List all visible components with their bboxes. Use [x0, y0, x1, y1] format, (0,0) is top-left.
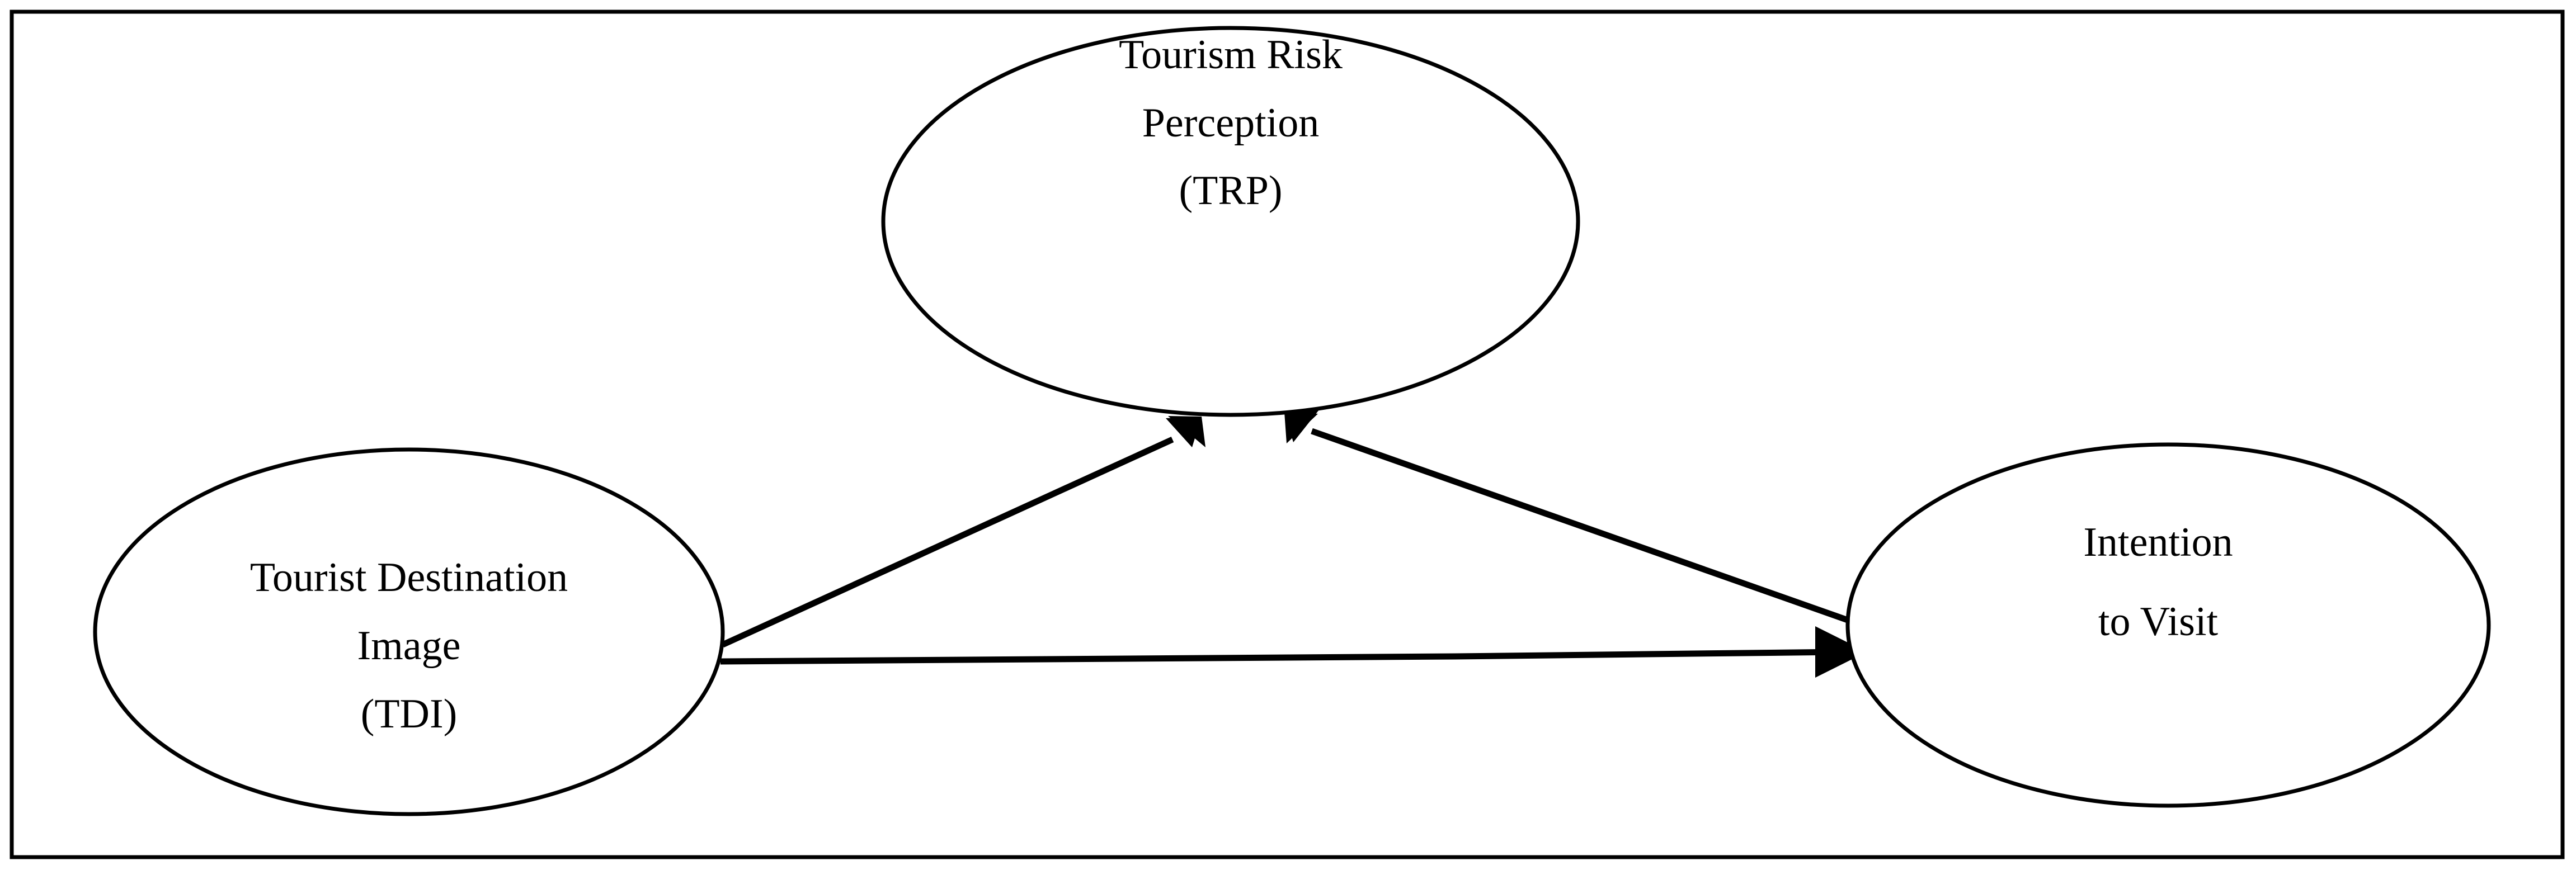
- trp-label-line1: Tourism Risk: [1119, 32, 1343, 78]
- node-tourist-destination-image[interactable]: Tourist Destination Image (TDI): [93, 447, 725, 816]
- intention-label-line1: Intention: [2083, 519, 2233, 565]
- edge-line-intention-to-trp: [1311, 428, 1858, 627]
- arrowhead-tdi-to-trp-body: [1168, 416, 1205, 447]
- ellipse-tdi[interactable]: [93, 447, 725, 816]
- edge-intention-to-trp: [1284, 410, 1858, 627]
- edge-line-tdi-to-intention: [720, 649, 1841, 665]
- ellipse-trp[interactable]: [881, 26, 1580, 417]
- node-tourism-risk-perception[interactable]: Tourism Risk Perception (TRP): [881, 26, 1580, 417]
- intention-label-line2: to Visit: [2098, 599, 2219, 645]
- tdi-label-line1: Tourist Destination: [250, 555, 568, 601]
- ellipse-intention[interactable]: [1845, 442, 2491, 808]
- trp-label-line3: (TRP): [1179, 168, 1283, 214]
- trp-label-line2: Perception: [1142, 100, 1319, 146]
- edge-tdi-to-intention: [720, 626, 1867, 678]
- node-intention-to-visit[interactable]: Intention to Visit: [1845, 442, 2491, 808]
- arrowhead-to-intention: [1815, 626, 1867, 678]
- figure-border: [10, 10, 2565, 859]
- arrowhead-intention-to-trp-body: [1284, 412, 1318, 443]
- tdi-label-line3: (TDI): [361, 691, 458, 737]
- edge-line-tdi-to-trp: [721, 436, 1174, 648]
- tdi-label-line2: Image: [357, 623, 461, 669]
- edge-tdi-to-trp: [721, 416, 1205, 648]
